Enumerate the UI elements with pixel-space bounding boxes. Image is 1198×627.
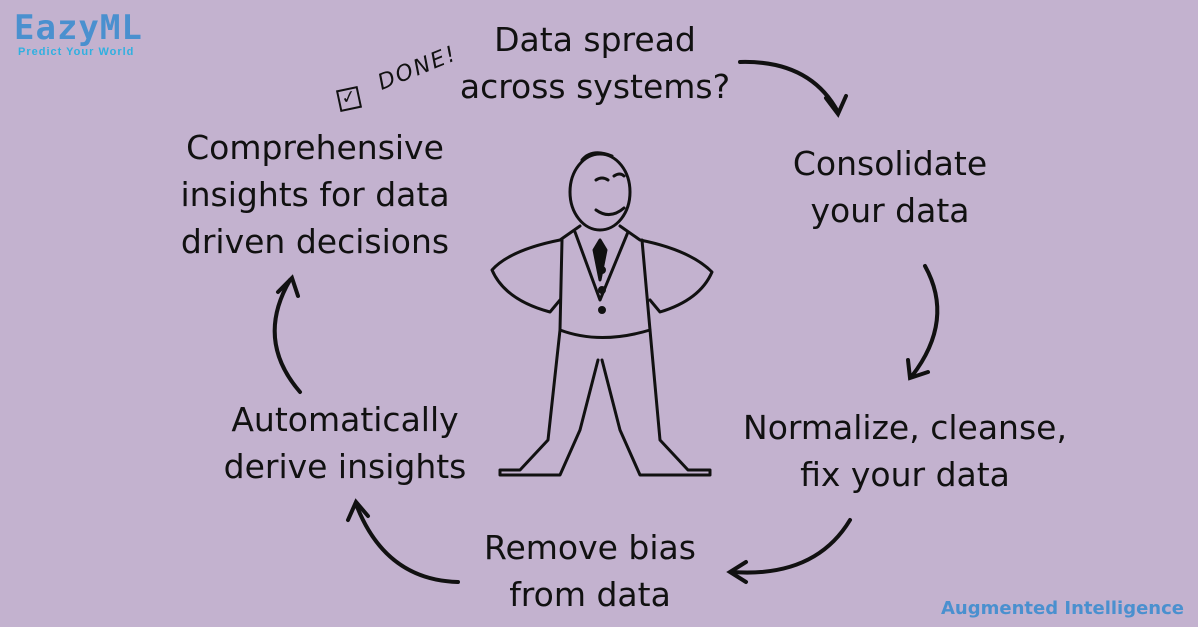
- arrow-icon: [726, 518, 852, 584]
- step-consolidate: Consolidate your data: [792, 144, 988, 230]
- step-normalize: Normalize, cleanse, fix your data: [743, 408, 1067, 494]
- businessman-illustration: [490, 151, 714, 477]
- step-comprehensive-insights: Comprehensive insights for data driven d…: [180, 128, 450, 261]
- eazyml-logo: EazyML Predict Your World: [14, 10, 143, 58]
- arrow-icon: [272, 274, 302, 394]
- footer-tagline: Augmented Intelligence: [941, 598, 1184, 619]
- step-derive-insights: Automatically derive insights: [223, 400, 467, 486]
- step-remove-bias: Remove bias from data: [484, 528, 696, 614]
- logo-tagline: Predict Your World: [18, 46, 135, 58]
- arrow-icon: [346, 498, 460, 584]
- arrow-icon: [906, 264, 940, 381]
- step-data-spread: Data spread across systems?: [459, 20, 731, 106]
- logo-name: EazyML: [14, 8, 143, 48]
- arrow-icon: [738, 59, 848, 118]
